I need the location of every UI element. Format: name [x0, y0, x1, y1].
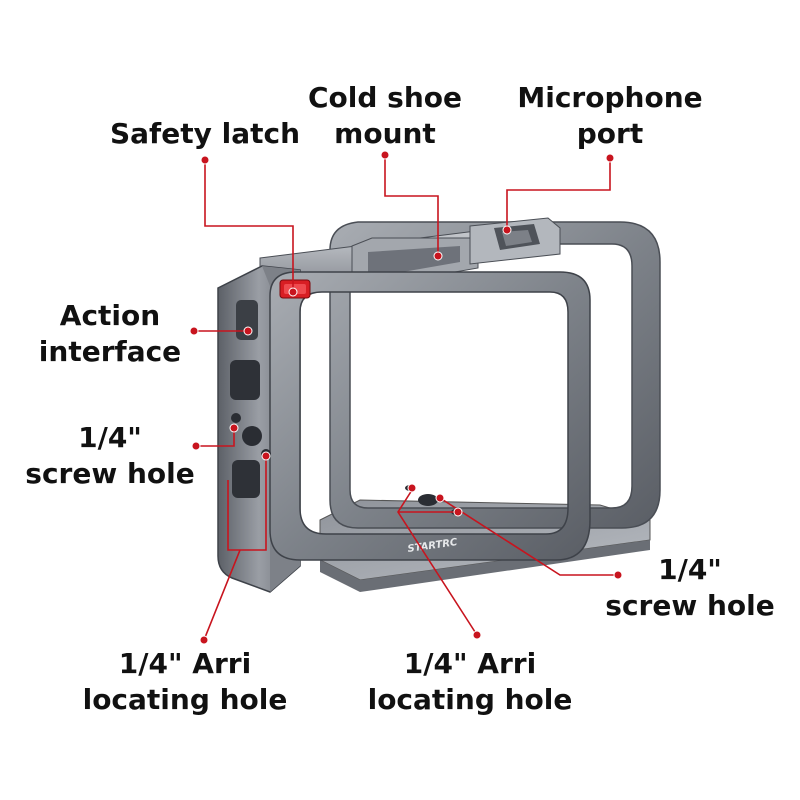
leader-screw-left — [196, 430, 235, 447]
label-screw-hole-right: 1/4" screw hole — [605, 553, 775, 622]
leader-lines — [194, 155, 618, 641]
leader-dots — [189, 150, 623, 645]
side-slot-2 — [232, 460, 260, 498]
side-slot-1 — [230, 360, 260, 400]
leader-arri-left — [203, 458, 267, 641]
label-safety-latch: Safety latch — [110, 117, 301, 150]
label-screw-hole-left: 1/4" screw hole — [25, 421, 195, 490]
leader-microphone — [506, 158, 611, 230]
label-arri-hole-left: 1/4" Arri locating hole — [82, 647, 288, 716]
label-cold-shoe-mount: Cold shoe mount — [308, 81, 462, 150]
side-slot-3 — [236, 300, 258, 340]
leader-cold-shoe — [384, 155, 439, 256]
label-microphone-port: Microphone port — [517, 81, 703, 150]
leader-safety-latch — [204, 160, 294, 290]
base-screw-hole — [418, 494, 438, 506]
front-frame — [269, 271, 591, 561]
label-action-interface: Action interface — [38, 299, 182, 368]
label-arri-hole-right: 1/4" Arri locating hole — [367, 647, 573, 716]
leader-arri-right — [397, 489, 478, 636]
side-screw-hole — [242, 426, 262, 446]
leader-screw-right — [439, 497, 618, 576]
